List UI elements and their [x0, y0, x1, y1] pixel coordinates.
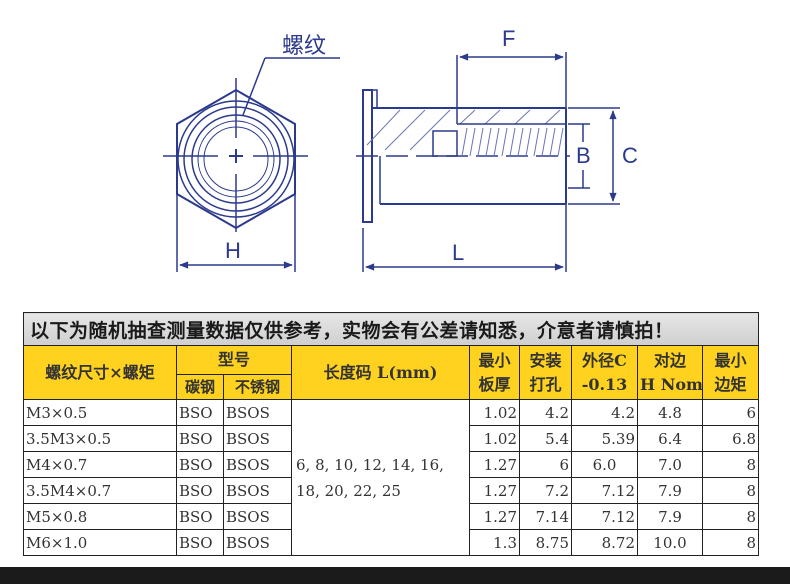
dim-b-label: B: [576, 143, 591, 168]
cell-size: 3.5M4×0.7: [23, 477, 177, 504]
cell-hole: 5.4: [519, 425, 572, 452]
header-outer-line2: -0.13: [581, 374, 628, 394]
technical-drawing: 螺纹 H F B C L: [163, 26, 638, 272]
cell-stainless: BSOS: [223, 477, 292, 504]
table-row: 3.5M4×0.7 BSO BSOS 1.27 7.2 7.12 7.9 8: [23, 477, 760, 504]
cell-min-plate: 1.3: [469, 529, 520, 556]
cell-hole: 7.2: [519, 477, 572, 504]
header-across-line1: 对边: [653, 350, 686, 370]
header-carbon-steel: 碳钢: [176, 373, 224, 401]
cell-min-edge: 8: [701, 451, 760, 478]
cell-min-edge: 6: [701, 399, 760, 426]
cell-carbon: BSO: [176, 529, 224, 556]
side-section-view: [356, 52, 620, 272]
cell-hole: 7.14: [519, 503, 572, 530]
cell-min-plate: 1.02: [469, 425, 520, 452]
cell-size: M5×0.8: [23, 503, 177, 530]
title-row: 以下为随机抽查测量数据仅供参考，实物会有公差请知悉，介意者请慎拍！: [22, 312, 760, 346]
dim-l-label: L: [452, 240, 465, 265]
cell-across: 10.0: [637, 529, 703, 556]
cell-min-edge: 8: [701, 529, 760, 556]
thread-label: 螺纹: [282, 33, 327, 58]
header-across-line2: H Nom: [640, 374, 703, 394]
cell-hole: 6: [519, 451, 572, 478]
header-min-plate: 最小板厚: [469, 345, 520, 400]
header-model: 型号: [176, 345, 292, 375]
header-row-1: 螺纹尺寸×螺矩 型号 长度码 L(mm) 最小板厚 安装打孔 外径C-0.13 …: [23, 345, 760, 400]
cell-min-edge: 6.8: [701, 425, 760, 452]
cell-across: 6.4: [637, 425, 703, 452]
header-min-edge-line1: 最小: [714, 350, 747, 370]
cell-carbon: BSO: [176, 399, 224, 426]
cell-min-edge: 8: [701, 477, 760, 504]
cell-size: 3.5M3×0.5: [23, 425, 177, 452]
table-row: 3.5M3×0.5 BSO BSOS 1.02 5.4 5.39 6.4 6.8: [23, 425, 760, 452]
spec-table: 以下为随机抽查测量数据仅供参考，实物会有公差请知悉，介意者请慎拍！ 螺纹尺寸×螺…: [22, 312, 760, 556]
header-stainless-steel: 不锈钢: [223, 373, 292, 401]
cell-stainless: BSOS: [223, 425, 292, 452]
cell-across: 4.8: [637, 399, 703, 426]
cell-size: M4×0.7: [23, 451, 177, 478]
standoff-drawing-svg: [163, 52, 620, 272]
table-row: M4×0.7 BSO BSOS 1.27 6 6.0 7.0 8: [23, 451, 760, 478]
cell-outer: 7.12: [571, 503, 638, 530]
cell-outer: 8.72: [571, 529, 638, 556]
header-row-2: 碳钢 不锈钢: [24, 373, 759, 401]
cell-stainless: BSOS: [223, 451, 292, 478]
cell-size: M6×1.0: [23, 529, 177, 556]
header-install-line2: 打孔: [529, 374, 562, 394]
cell-min-plate: 1.27: [469, 477, 520, 504]
header-min-edge: 最小边矩: [701, 345, 760, 400]
cell-carbon: BSO: [176, 503, 224, 530]
cell-outer: 5.39: [571, 425, 638, 452]
cell-length-codes: 6, 8, 10, 12, 14, 16, 18, 20, 22, 25: [291, 399, 470, 556]
dim-c-label: C: [622, 143, 638, 168]
cell-outer: 6.0: [571, 451, 638, 478]
header-across-flats: 对边 H Nom: [637, 345, 703, 400]
cell-size: M3×0.5: [23, 399, 177, 426]
header-outer-line1: 外径C: [582, 350, 627, 370]
dim-h-label: H: [225, 238, 241, 263]
header-install-hole: 安装打孔: [519, 345, 572, 400]
table-row: M5×0.8 BSO BSOS 1.27 7.14 7.12 7.9 8: [23, 503, 760, 530]
hex-front-view: [163, 57, 340, 272]
table-row: M3×0.5 BSO BSOS 6, 8, 10, 12, 14, 16, 18…: [23, 399, 760, 556]
cell-min-plate: 1.27: [469, 451, 520, 478]
header-length-code: 长度码 L(mm): [291, 345, 470, 400]
disclaimer-title: 以下为随机抽查测量数据仅供参考，实物会有公差请知悉，介意者请慎拍！: [22, 312, 760, 346]
header-install-line1: 安装: [529, 350, 562, 370]
cell-outer: 4.2: [571, 399, 638, 426]
cell-carbon: BSO: [176, 451, 224, 478]
cell-across: 7.9: [637, 477, 703, 504]
header-thread-size: 螺纹尺寸×螺矩: [23, 345, 177, 400]
header-outer-diameter: 外径C -0.13: [571, 345, 638, 400]
cell-carbon: BSO: [176, 425, 224, 452]
length-codes-text: 6, 8, 10, 12, 14, 16, 18, 20, 22, 25: [296, 455, 444, 500]
cell-stainless: BSOS: [223, 399, 292, 426]
cell-hole: 8.75: [519, 529, 572, 556]
cell-min-plate: 1.02: [469, 399, 520, 426]
header-min-plate-line2: 板厚: [478, 374, 511, 394]
cell-outer: 7.12: [571, 477, 638, 504]
cell-across: 7.0: [637, 451, 703, 478]
dim-f-label: F: [502, 26, 516, 51]
cell-stainless: BSOS: [223, 529, 292, 556]
cell-hole: 4.2: [519, 399, 572, 426]
spec-table-container: 以下为随机抽查测量数据仅供参考，实物会有公差请知悉，介意者请慎拍！ 螺纹尺寸×螺…: [22, 312, 760, 556]
cell-carbon: BSO: [176, 477, 224, 504]
cell-min-plate: 1.27: [469, 503, 520, 530]
header-min-edge-line2: 边矩: [714, 374, 747, 394]
cell-across: 7.9: [637, 503, 703, 530]
cell-min-edge: 8: [701, 503, 760, 530]
cell-stainless: BSOS: [223, 503, 292, 530]
bottom-bar: [0, 567, 790, 584]
table-row: M6×1.0 BSO BSOS 1.3 8.75 8.72 10.0 8: [23, 529, 760, 556]
header-min-plate-line1: 最小: [478, 350, 511, 370]
